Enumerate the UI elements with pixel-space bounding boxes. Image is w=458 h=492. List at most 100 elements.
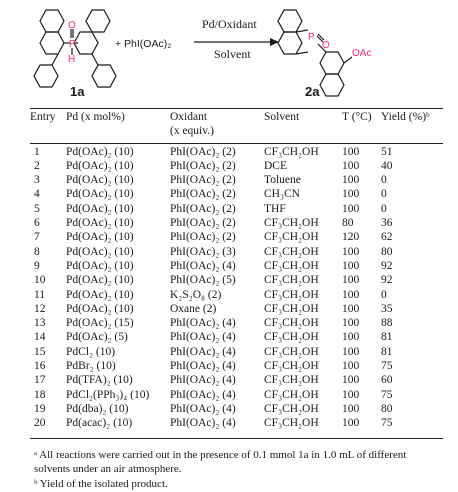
cell-yield: 92 [381, 274, 393, 287]
cell-temp: 100 [342, 388, 360, 401]
cell-solvent: THF [264, 202, 286, 215]
cell-solvent: CF₃CH₂OH [264, 417, 319, 430]
cell-yield: 60 [381, 374, 393, 387]
header-yield: Yield (%)ᵇ [381, 111, 430, 123]
cell-temp: 100 [342, 202, 360, 215]
reactant-label: 1a [70, 84, 85, 99]
acetoxy-group: OAc [352, 48, 371, 59]
cell-temp: 100 [342, 259, 360, 272]
cell-yield: 75 [381, 360, 393, 373]
cell-temp: 100 [342, 274, 360, 287]
reagent-label: + PhI(OAc)₂ [115, 38, 172, 50]
cell-oxidant: PhI(OAc)₂ (4) [170, 417, 236, 430]
cell-yield: 80 [381, 402, 393, 415]
cell-solvent: DCE [264, 159, 287, 172]
cell-entry: 11 [34, 288, 46, 301]
cell-oxidant: PhI(OAc)₂ (2) [170, 217, 236, 230]
cell-temp: 100 [342, 302, 360, 315]
cell-solvent: CF₃CH₂OH [264, 345, 319, 358]
cell-oxidant: K₂S₂O₈ (2) [170, 288, 222, 301]
header-entry: Entry [30, 111, 56, 123]
cell-solvent: CF₃CH₂OH [264, 402, 319, 415]
cell-temp: 100 [342, 174, 360, 187]
cell-temp: 80 [342, 217, 354, 230]
cell-pd: Pd(OAc)₂ (10) [66, 302, 134, 315]
cell-pd: Pd(OAc)₂ (10) [66, 274, 134, 287]
cell-temp: 100 [342, 159, 360, 172]
cell-temp: 100 [342, 331, 360, 344]
cell-pd: Pd(OAc)₂ (10) [66, 217, 134, 230]
cell-yield: 0 [381, 202, 387, 215]
cell-oxidant: PhI(OAc)₂ (4) [170, 331, 236, 344]
cell-entry: 4 [34, 188, 40, 201]
cell-temp: 100 [342, 245, 360, 258]
footnote-a: ᵃ All reactions were carried out in the … [34, 449, 407, 475]
cell-pd: Pd(OAc)₂ (10) [66, 202, 134, 215]
table-header-rule [30, 143, 443, 144]
cell-yield: 0 [381, 188, 387, 201]
cell-yield: 75 [381, 417, 393, 430]
cell-temp: 100 [342, 360, 360, 373]
cell-entry: 19 [34, 402, 46, 415]
cell-oxidant: PhI(OAc)₂ (3) [170, 245, 236, 258]
product-oxygen-atom: O [322, 40, 330, 51]
cell-pd: Pd(OAc)₂ (5) [66, 331, 128, 344]
cell-yield: 51 [381, 145, 393, 158]
cell-entry: 1 [34, 145, 40, 158]
cell-entry: 20 [34, 417, 46, 430]
cell-entry: 3 [34, 174, 40, 187]
table-header-subrow: (x equiv.) [30, 124, 447, 138]
cell-pd: Pd(OAc)₂ (10) [66, 145, 134, 158]
cell-oxidant: PhI(OAc)₂ (2) [170, 159, 236, 172]
cell-yield: 75 [381, 388, 393, 401]
cell-pd: PdCl₂ (10) [66, 345, 116, 358]
cell-oxidant: PhI(OAc)₂ (4) [170, 259, 236, 272]
cell-oxidant: PhI(OAc)₂ (2) [170, 145, 236, 158]
header-oxidant: Oxidant [170, 111, 208, 123]
cell-oxidant: PhI(OAc)₂ (4) [170, 374, 236, 387]
footnote-b: ᵇ Yield of the isolated product. [34, 478, 168, 490]
cell-oxidant: PhI(OAc)₂ (2) [170, 231, 236, 244]
table-top-rule [30, 108, 443, 109]
cell-pd: Pd(acac)₂ (10) [66, 417, 133, 430]
cell-entry: 14 [34, 331, 46, 344]
cell-oxidant: PhI(OAc)₂ (2) [170, 202, 236, 215]
header-pd: Pd (x mol%) [66, 111, 125, 123]
table-bottom-rule [30, 438, 443, 439]
cell-temp: 100 [342, 417, 360, 430]
cell-temp: 100 [342, 188, 360, 201]
cell-oxidant: PhI(OAc)₂ (2) [170, 174, 236, 187]
cell-solvent: CF₃CH₂OH [264, 360, 319, 373]
cell-oxidant: PhI(OAc)₂ (4) [170, 317, 236, 330]
cell-oxidant: PhI(OAc)₂ (4) [170, 345, 236, 358]
header-solvent: Solvent [264, 111, 300, 123]
cell-entry: 7 [34, 231, 40, 244]
cell-solvent: Toluene [264, 174, 301, 187]
reaction-scheme-drawing: O P H P O OAc [33, 9, 371, 97]
cell-entry: 18 [34, 388, 46, 401]
cell-pd: Pd(OAc)₂ (10) [66, 288, 134, 301]
cell-yield: 81 [381, 345, 393, 358]
cell-pd: Pd(dba)₂ (10) [66, 402, 129, 415]
cell-entry: 15 [34, 345, 46, 358]
cell-pd: Pd(OAc)₂ (10) [66, 245, 134, 258]
cell-solvent: CH₃CN [264, 188, 300, 201]
cell-pd: Pd(OAc)₂ (10) [66, 231, 134, 244]
cell-solvent: CF₃CH₂OH [264, 388, 319, 401]
cell-solvent: CF₃CH₂OH [264, 217, 319, 230]
cell-entry: 6 [34, 217, 40, 230]
cell-entry: 2 [34, 159, 40, 172]
cell-solvent: CF₃CH₂OH [264, 145, 319, 158]
